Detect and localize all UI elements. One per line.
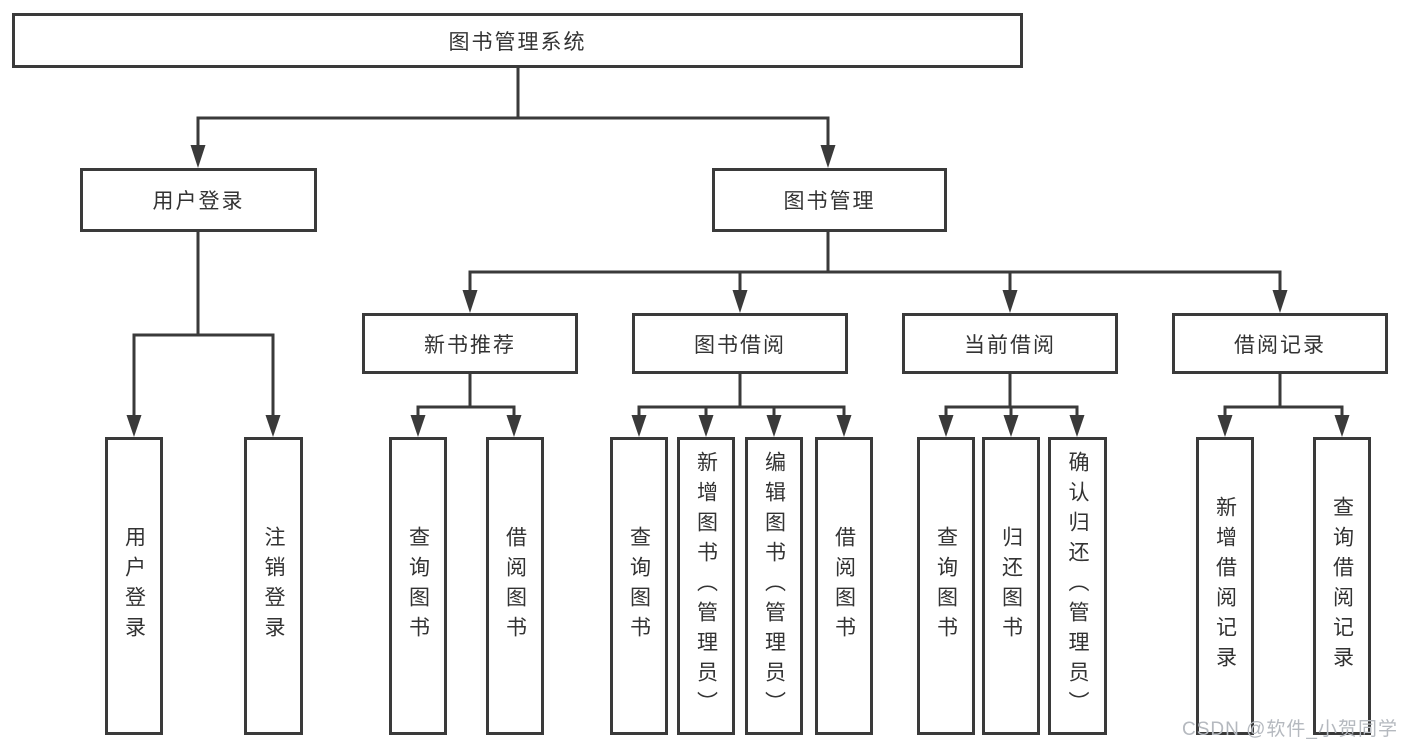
- node-label: 图书管理系统: [448, 30, 587, 54]
- arrowhead: [1334, 415, 1350, 437]
- node-library-management-system: 图书管理系统: [12, 13, 1023, 68]
- node-label: 当前借阅: [964, 333, 1056, 357]
- arrowhead: [732, 290, 748, 313]
- arrowhead: [820, 145, 836, 168]
- leaf-edit-books-admin: 编辑图书（管理员）: [745, 437, 803, 735]
- connector-borrow-record-to-leaves: [1223, 372, 1344, 417]
- node-label: 用户登录: [122, 526, 146, 646]
- arrowhead: [265, 415, 281, 437]
- leaf-add-borrow-record: 新增借阅记录: [1196, 437, 1254, 735]
- node-label: 图书借阅: [694, 333, 786, 357]
- node-label: 归还图书: [999, 526, 1023, 646]
- connector-new-book-to-leaves: [416, 372, 516, 417]
- arrowhead: [506, 415, 522, 437]
- node-label: 图书管理: [783, 190, 876, 213]
- node-new-book-recommendation: 新书推荐: [362, 313, 578, 374]
- arrowhead: [836, 415, 852, 437]
- node-label: 查询图书: [627, 526, 651, 646]
- leaf-query-borrow-record: 查询借阅记录: [1313, 437, 1371, 735]
- watermark-csdn: CSDN @软件_小贺同学: [1182, 719, 1398, 740]
- node-borrowing-records: 借阅记录: [1172, 313, 1388, 374]
- node-label: 确认归还（管理员）: [1066, 451, 1089, 721]
- arrowhead: [698, 415, 714, 437]
- leaf-logout: 注销登录: [244, 437, 303, 735]
- leaf-add-books-admin: 新增图书（管理员）: [677, 437, 735, 735]
- node-label: 新增借阅记录: [1213, 496, 1237, 676]
- connector-root-to-level2: [196, 66, 830, 147]
- connector-user-login-to-leaves: [132, 230, 275, 417]
- node-user-login: 用户登录: [80, 168, 317, 232]
- arrowhead: [766, 415, 782, 437]
- arrowhead: [410, 415, 426, 437]
- arrowhead: [1272, 290, 1288, 313]
- arrowhead: [631, 415, 647, 437]
- node-label: 查询图书: [934, 526, 958, 646]
- leaf-user-login: 用户登录: [105, 437, 163, 735]
- connector-book-mgmt-to-level3: [468, 230, 1282, 292]
- node-current-borrowing: 当前借阅: [902, 313, 1118, 374]
- arrowhead: [1003, 415, 1019, 437]
- node-label: 用户登录: [152, 190, 245, 213]
- node-book-borrowing: 图书借阅: [632, 313, 848, 374]
- arrowhead: [1069, 415, 1085, 437]
- leaf-confirm-return-admin: 确认归还（管理员）: [1048, 437, 1107, 735]
- leaf-query-books-borrowing: 查询图书: [610, 437, 668, 735]
- node-label: 借阅图书: [832, 526, 856, 646]
- node-label: 借阅图书: [503, 526, 527, 646]
- leaf-borrow-books: 借阅图书: [815, 437, 873, 735]
- arrowhead: [462, 290, 478, 313]
- node-book-management: 图书管理: [712, 168, 947, 232]
- node-label: 注销登录: [262, 526, 285, 646]
- arrowhead: [126, 415, 142, 437]
- connector-book-borrow-to-leaves: [637, 372, 846, 417]
- leaf-return-books: 归还图书: [982, 437, 1040, 735]
- node-label: 查询借阅记录: [1330, 496, 1354, 676]
- connector-current-borrow-to-leaves: [944, 372, 1079, 417]
- leaf-borrow-books-recommend: 借阅图书: [486, 437, 544, 735]
- node-label: 新书推荐: [424, 333, 516, 357]
- leaf-query-books-recommend: 查询图书: [389, 437, 447, 735]
- arrowhead: [938, 415, 954, 437]
- arrowhead: [190, 145, 206, 168]
- arrowhead: [1217, 415, 1233, 437]
- node-label: 新增图书（管理员）: [694, 451, 718, 721]
- node-label: 查询图书: [406, 526, 430, 646]
- leaf-query-books-current: 查询图书: [917, 437, 975, 735]
- node-label: 编辑图书（管理员）: [762, 451, 786, 721]
- node-label: 借阅记录: [1234, 333, 1326, 357]
- arrowhead: [1002, 290, 1018, 313]
